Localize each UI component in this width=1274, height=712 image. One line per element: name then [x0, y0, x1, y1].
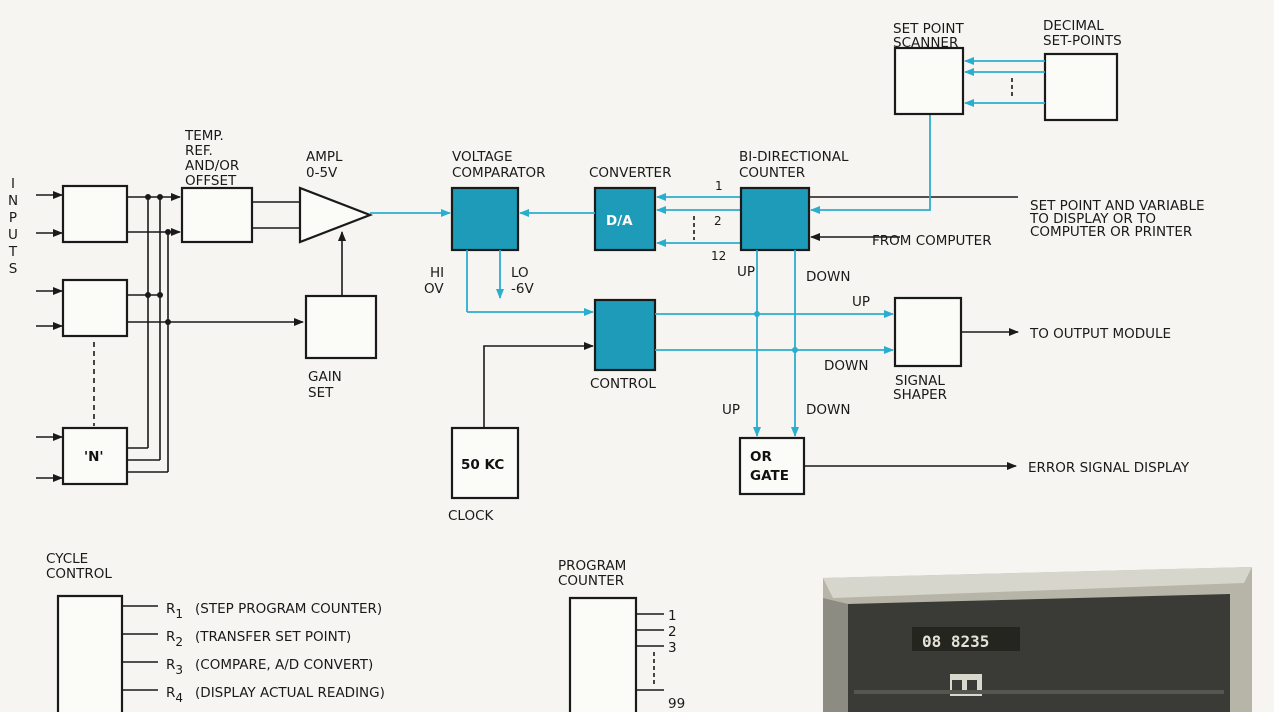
svg-text:COUNTER: COUNTER [739, 165, 805, 181]
svg-text:LO: LO [511, 265, 529, 281]
svg-text:COMPUTER OR PRINTER: COMPUTER OR PRINTER [1030, 224, 1192, 240]
converter-label: CONVERTER [589, 165, 671, 181]
amplifier-triangle [300, 188, 370, 242]
control-label: CONTROL [590, 376, 656, 392]
svg-text:R4(DISPLAY ACTUAL READING): R4(DISPLAY ACTUAL READING) [166, 685, 385, 705]
hi-ov-label: HI OV [424, 265, 444, 297]
svg-text:DECIMAL: DECIMAL [1043, 18, 1104, 34]
input-arrows [36, 195, 62, 478]
svg-text:SET-POINTS: SET-POINTS [1043, 33, 1122, 49]
or-gate-label-or: OR [750, 449, 772, 465]
decimal-set-points-label: DECIMAL SET-POINTS [1043, 18, 1122, 49]
program-output-1: 1 [668, 608, 677, 624]
cycle-control-outputs [122, 606, 158, 690]
da-label: D/A [606, 213, 633, 229]
svg-text:BI-DIRECTIONAL: BI-DIRECTIONAL [739, 149, 849, 165]
svg-text:COMPARATOR: COMPARATOR [452, 165, 546, 181]
cycle-item-4: R4(DISPLAY ACTUAL READING) [166, 685, 385, 705]
svg-text:SCANNER: SCANNER [893, 35, 958, 51]
to-output-module-label: TO OUTPUT MODULE [1029, 326, 1171, 342]
voltage-comparator-label: VOLTAGE COMPARATOR [452, 149, 546, 181]
program-output-3: 3 [668, 640, 677, 656]
bi-directional-counter-box [741, 188, 809, 250]
clock-label: CLOCK [448, 508, 495, 524]
svg-text:R3(COMPARE, A/D CONVERT): R3(COMPARE, A/D CONVERT) [166, 657, 373, 677]
ampl-label: AMPL 0-5V [306, 149, 343, 181]
error-signal-display-label: ERROR SIGNAL DISPLAY [1028, 460, 1190, 476]
cycle-item-2: R2(TRANSFER SET POINT) [166, 629, 351, 649]
set-point-bus [965, 61, 1045, 103]
from-computer-label: FROM COMPUTER [872, 233, 992, 249]
bit-1-label: 1 [715, 179, 723, 193]
up-label-3: UP [722, 402, 740, 418]
svg-text:R1(STEP PROGRAM COUNTER): R1(STEP PROGRAM COUNTER) [166, 601, 382, 621]
photo-display-digits: 08 8235 [922, 632, 989, 651]
gain-set-label: GAIN SET [308, 369, 342, 401]
program-counter-label: PROGRAM COUNTER [558, 558, 626, 589]
svg-text:GAIN: GAIN [308, 369, 342, 385]
or-gate-label-gate: GATE [750, 468, 789, 484]
svg-text:-6V: -6V [511, 281, 534, 297]
temp-ref-box [182, 188, 252, 242]
n-box-label: 'N' [84, 449, 104, 465]
cycle-control-box [58, 596, 122, 712]
temp-ref-label: TEMP. REF. AND/OR OFFSET [184, 128, 239, 189]
set-point-output-label: SET POINT AND VARIABLE TO DISPLAY OR TO … [1029, 198, 1205, 240]
svg-text:OFFSET: OFFSET [185, 173, 237, 189]
signal-shaper-label: SIGNAL SHAPER [893, 373, 947, 403]
program-output-99: 99 [668, 696, 685, 712]
program-counter-outputs [636, 614, 664, 690]
bi-counter-label: BI-DIRECTIONAL COUNTER [739, 149, 849, 181]
svg-text:CYCLE: CYCLE [46, 551, 88, 567]
up-label-2: UP [852, 294, 870, 310]
clock-line [484, 346, 593, 428]
cycle-item-3: R3(COMPARE, A/D CONVERT) [166, 657, 373, 677]
svg-text:SHAPER: SHAPER [893, 387, 947, 403]
signal-shaper-box [895, 298, 961, 366]
clock-value: 50 KC [461, 457, 504, 473]
svg-text:AND/OR: AND/OR [185, 158, 239, 174]
set-point-scanner-box [895, 48, 963, 114]
down-label-1: DOWN [806, 269, 850, 285]
down-label-2: DOWN [824, 358, 868, 374]
input-channel-box-1 [63, 186, 127, 242]
svg-text:OV: OV [424, 281, 444, 297]
program-counter-box [570, 598, 636, 712]
voltage-comparator-box [452, 188, 518, 250]
down-label-3: DOWN [806, 402, 850, 418]
decimal-set-points-box [1045, 54, 1117, 120]
svg-text:AMPL: AMPL [306, 149, 343, 165]
counter-bit-lines [657, 197, 740, 243]
bit-2-label: 2 [714, 214, 722, 228]
instrument-photo: 08 8235 [823, 567, 1252, 712]
svg-text:HI: HI [430, 265, 444, 281]
svg-text:SET: SET [308, 385, 334, 401]
svg-text:R2(TRANSFER SET POINT): R2(TRANSFER SET POINT) [166, 629, 351, 649]
gain-set-box [306, 296, 376, 358]
svg-text:PROGRAM: PROGRAM [558, 558, 626, 574]
program-output-2: 2 [668, 624, 677, 640]
svg-text:COUNTER: COUNTER [558, 573, 624, 589]
svg-text:CONTROL: CONTROL [46, 566, 112, 582]
svg-text:VOLTAGE: VOLTAGE [452, 149, 512, 165]
cycle-item-1: R1(STEP PROGRAM COUNTER) [166, 601, 382, 621]
svg-text:TEMP.: TEMP. [184, 128, 224, 144]
input-channel-box-2 [63, 280, 127, 336]
control-box [595, 300, 655, 370]
up-label-1: UP [737, 264, 755, 280]
bit-12-label: 12 [711, 249, 726, 263]
or-gate-box [740, 438, 804, 494]
svg-text:REF.: REF. [185, 143, 213, 159]
cycle-control-label: CYCLE CONTROL [46, 551, 112, 582]
set-point-scanner-label: SET POINT SCANNER [893, 21, 964, 51]
svg-text:0-5V: 0-5V [306, 165, 338, 181]
lo-6v-label: LO -6V [511, 265, 534, 297]
